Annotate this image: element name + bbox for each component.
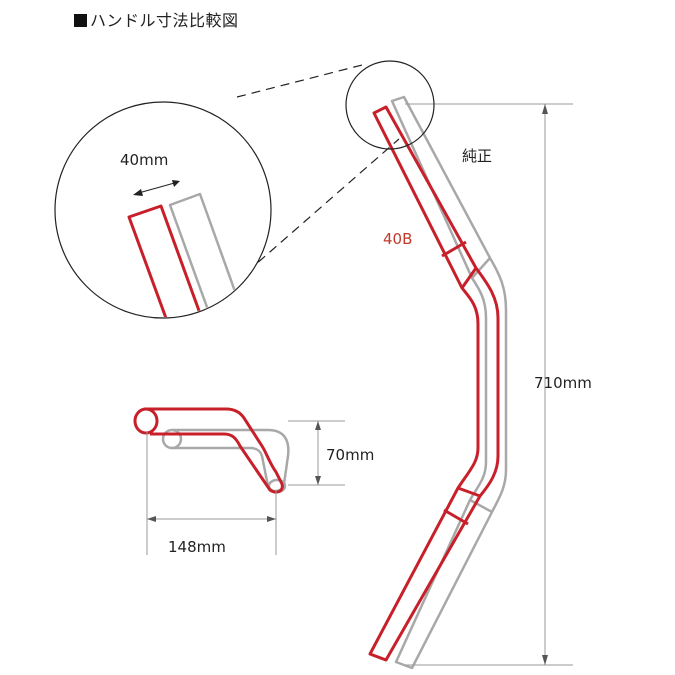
diagram-title: ハンドル寸法比較図: [74, 7, 239, 31]
rise-dimension-lines: [288, 420, 345, 486]
40b-handlebar-side: [133, 407, 284, 494]
title-bullet-square: [74, 14, 87, 27]
40b-tube-zoom: [127, 204, 208, 317]
zoom-connector-lines: [236, 63, 400, 273]
stock-bar-label: 純正: [462, 147, 493, 165]
detail-zoom-content: [127, 180, 248, 317]
model-bar-label: 40B: [383, 230, 413, 248]
stock-tube-zoom: [168, 192, 248, 317]
detail-source-circle: [345, 60, 435, 150]
title-text: ハンドル寸法比較図: [90, 11, 239, 30]
pullback-dimension-label: 148mm: [168, 538, 226, 556]
offset-dimension-arrow: [133, 180, 180, 196]
40b-handlebar-front: [368, 105, 500, 662]
offset-dimension-label: 40mm: [120, 151, 169, 169]
pullback-dimension-lines: [146, 432, 277, 555]
rise-dimension-label: 70mm: [326, 446, 375, 464]
height-dimension-lines: [405, 103, 573, 666]
height-dimension-label: 710mm: [534, 374, 592, 392]
stock-handlebar-front: [390, 95, 508, 670]
